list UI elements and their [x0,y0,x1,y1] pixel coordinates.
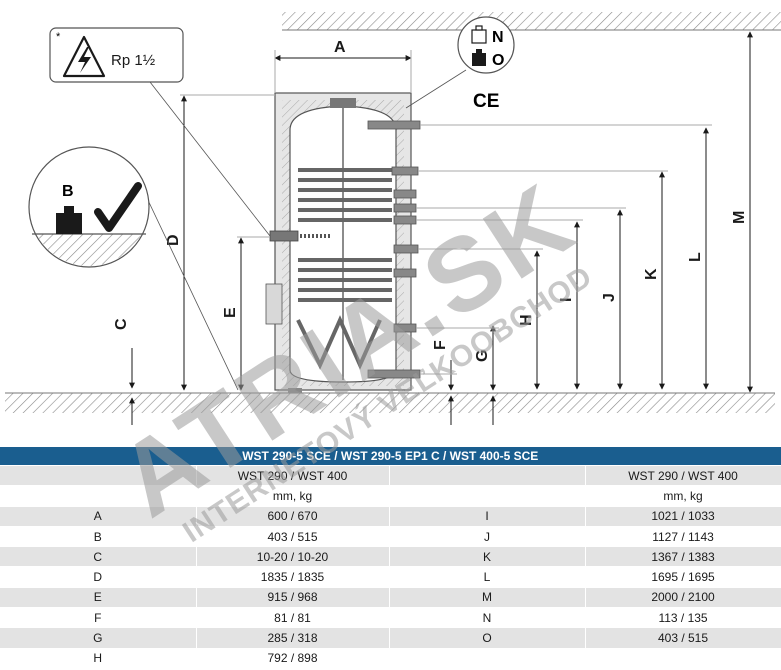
dim-label-k: K [643,268,660,280]
row-value: 792 / 898 [196,648,390,669]
row-key: H [0,648,197,669]
left-models-header: WST 290 / WST 400 [196,465,390,487]
electrical-note-asterisk: * [56,31,61,43]
row-key: B [0,526,197,548]
row-key: K [389,546,586,568]
left-units-header: mm, kg [196,485,390,507]
row-key: G [0,627,197,649]
dim-label-c: C [113,318,130,330]
table-model-row: WST 290 / WST 400 WST 290 / WST 400 [0,465,781,487]
row-key: D [0,566,197,588]
row-value: 600 / 670 [196,506,390,527]
boiler-body [265,92,421,393]
weight-status-callout: N O [405,16,515,109]
dim-label-d: D [165,234,182,246]
full-weight-icon [472,49,486,66]
dim-label-l: L [687,252,704,262]
dim-label-j: J [601,293,618,302]
right-units-header: mm, kg [585,485,781,507]
table-row: D 1835 / 1835 L 1695 / 1695 [0,566,781,588]
row-value: 403 / 515 [196,526,390,548]
floor-hatch [5,392,775,413]
row-value: 10-20 / 10-20 [196,546,390,568]
row-value: 1021 / 1033 [585,506,781,527]
dimension-table: WST 290-5 SCE / WST 290-5 EP1 C / WST 40… [0,447,781,669]
boiler-dimension-diagram: A D E C F G H I J K L M * Rp 1½ B [5,12,781,425]
dim-label-i: I [558,298,575,302]
row-key: O [389,627,586,649]
row-value: 1835 / 1835 [196,566,390,588]
row-value: 1367 / 1383 [585,546,781,568]
ceiling-hatch [282,12,781,31]
high-voltage-icon [62,35,106,78]
row-key: F [0,607,197,629]
table-row: A 600 / 670 I 1021 / 1033 [0,506,781,527]
dim-label-g: G [474,350,491,362]
right-models-header: WST 290 / WST 400 [585,465,781,487]
row-value: 1127 / 1143 [585,526,781,548]
dim-label-h: H [518,314,535,326]
table-row: C 10-20 / 10-20 K 1367 / 1383 [0,546,781,568]
row-value: 2000 / 2100 [585,587,781,609]
table-row: E 915 / 968 M 2000 / 2100 [0,587,781,609]
row-value: 285 / 318 [196,627,390,649]
table-row: H 792 / 898 [0,648,781,669]
row-key: A [0,506,197,527]
table-row: G 285 / 318 O 403 / 515 [0,627,781,649]
row-value: 81 / 81 [196,607,390,629]
row-key: M [389,587,586,609]
checkmark-icon [94,182,142,232]
dim-label-m: M [731,211,748,224]
table-title-row: WST 290-5 SCE / WST 290-5 EP1 C / WST 40… [0,447,781,466]
row-value: 403 / 515 [585,627,781,649]
row-key: J [389,526,586,548]
table-row: B 403 / 515 J 1127 / 1143 [0,526,781,548]
weight-letter-b: B [62,183,74,200]
row-value: 1695 / 1695 [585,566,781,588]
weight-letter-o: O [492,52,504,69]
empty-weight-icon [471,25,487,44]
electrical-callout: * Rp 1½ [49,27,271,237]
row-key: I [389,506,586,527]
row-key: E [0,587,197,609]
ce-mark: CE [473,91,499,112]
row-key: L [389,566,586,588]
table-row: F 81 / 81 N 113 / 135 [0,607,781,629]
row-value: 915 / 968 [196,587,390,609]
table-title: WST 290-5 SCE / WST 290-5 EP1 C / WST 40… [0,447,781,466]
row-value: 113 / 135 [585,607,781,629]
weight-icon [56,206,82,234]
table-unit-row: mm, kg mm, kg [0,485,781,507]
row-key: N [389,607,586,629]
dim-label-a: A [334,39,346,56]
electrical-connection-label: Rp 1½ [111,52,156,69]
weight-letter-n: N [492,29,504,46]
dim-label-e: E [222,307,239,318]
weight-callout: B [28,146,239,391]
row-key: C [0,546,197,568]
dim-label-f: F [432,340,449,350]
